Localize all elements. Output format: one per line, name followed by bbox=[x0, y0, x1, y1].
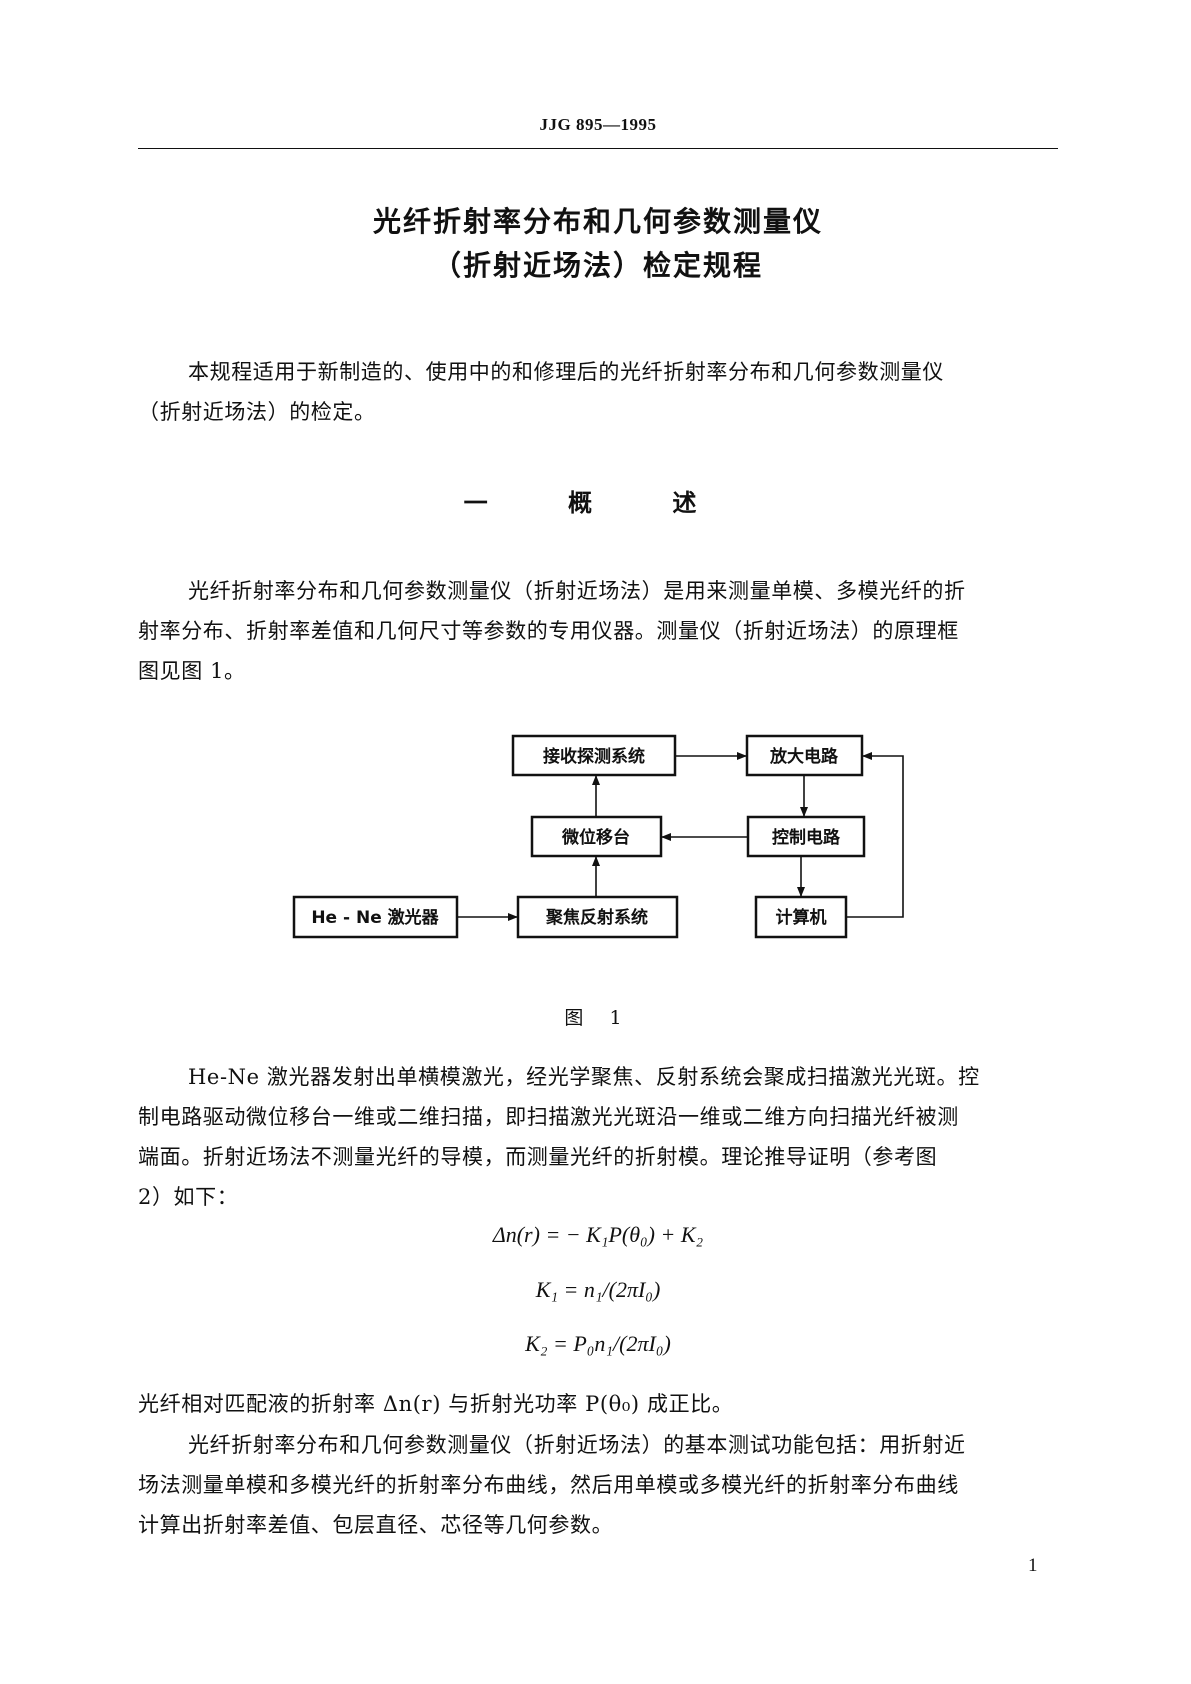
formula-delta-n: Δn(r) = − K₁P(θ₀) + K₂ bbox=[492, 1222, 704, 1247]
functions-line3: 计算出折射率差值、包层直径、芯径等几何参数。 bbox=[138, 1513, 614, 1537]
principle-line2: 制电路驱动微位移台一维或二维扫描，即扫描激光光斑沿一维或二维方向扫描光纤被测 bbox=[138, 1105, 959, 1129]
proportional-paragraph: 光纤相对匹配液的折射率 Δn(r) 与折射光功率 P(θ₀) 成正比。 bbox=[138, 1384, 1058, 1424]
section-title-overview: 一 概 述 bbox=[463, 489, 733, 517]
box-amplifier: 放大电路 bbox=[745, 734, 864, 777]
block-diagram: 接收探测系统 放大电路 微位移台 控制电路 He - Ne 激光器 聚焦反射系统… bbox=[292, 734, 904, 939]
formula-k1: K₁ = n₁/(2πI₀) bbox=[535, 1277, 661, 1302]
box-focus-label: 聚焦反射系统 bbox=[545, 907, 648, 928]
principle-line4: 2）如下： bbox=[138, 1185, 239, 1209]
box-control: 控制电路 bbox=[746, 815, 866, 858]
document-title-line2: （折射近场法）检定规程 bbox=[432, 249, 763, 282]
formula-k2: K₂ = P₀n₁/(2πI₀) bbox=[525, 1331, 671, 1356]
intro-line1: 本规程适用于新制造的、使用中的和修理后的光纤折射率分布和几何参数测量仪 bbox=[188, 360, 944, 384]
box-stage-label: 微位移台 bbox=[561, 827, 630, 848]
overview-paragraph: 光纤折射率分布和几何参数测量仪（折射近场法）是用来测量单模、多模光纤的折 射率分… bbox=[138, 571, 1058, 691]
principle-line3: 端面。折射近场法不测量光纤的导模，而测量光纤的折射模。理论推导证明（参考图 bbox=[138, 1145, 938, 1169]
box-laser-label: He - Ne 激光器 bbox=[311, 907, 439, 928]
box-control-label: 控制电路 bbox=[772, 827, 841, 848]
principle-line1: He-Ne 激光器发射出单横模激光，经光学聚焦、反射系统会聚成扫描激光光斑。控 bbox=[188, 1065, 980, 1089]
box-computer: 计算机 bbox=[754, 895, 848, 939]
overview-line1: 光纤折射率分布和几何参数测量仪（折射近场法）是用来测量单模、多模光纤的折 bbox=[188, 579, 966, 603]
header-rule bbox=[138, 148, 1058, 149]
box-receiver: 接收探测系统 bbox=[511, 734, 677, 777]
box-receiver-label: 接收探测系统 bbox=[543, 746, 645, 767]
box-computer-label: 计算机 bbox=[776, 907, 827, 928]
proportional-line: 光纤相对匹配液的折射率 Δn(r) 与折射光功率 P(θ₀) 成正比。 bbox=[138, 1392, 734, 1416]
standard-code-header: JJG 895—1995 bbox=[539, 115, 657, 134]
functions-line1: 光纤折射率分布和几何参数测量仪（折射近场法）的基本测试功能包括：用折射近 bbox=[188, 1433, 966, 1457]
intro-line2: （折射近场法）的检定。 bbox=[138, 400, 376, 424]
overview-line3: 图见图 1。 bbox=[138, 659, 246, 683]
arrow-computer-to-amplifier bbox=[846, 752, 904, 918]
figure-caption: 图 1 bbox=[564, 1007, 632, 1029]
box-focus: 聚焦反射系统 bbox=[516, 895, 679, 939]
page-number: 1 bbox=[1028, 1555, 1038, 1576]
functions-line2: 场法测量单模和多模光纤的折射率分布曲线，然后用单模或多模光纤的折射率分布曲线 bbox=[138, 1473, 959, 1497]
intro-paragraph: 本规程适用于新制造的、使用中的和修理后的光纤折射率分布和几何参数测量仪 （折射近… bbox=[138, 352, 1058, 432]
principle-paragraph: He-Ne 激光器发射出单横模激光，经光学聚焦、反射系统会聚成扫描激光光斑。控 … bbox=[138, 1057, 1058, 1217]
box-stage: 微位移台 bbox=[530, 815, 663, 858]
box-laser: He - Ne 激光器 bbox=[292, 895, 459, 939]
functions-paragraph: 光纤折射率分布和几何参数测量仪（折射近场法）的基本测试功能包括：用折射近 场法测… bbox=[138, 1425, 1058, 1545]
box-amplifier-label: 放大电路 bbox=[769, 746, 839, 767]
document-title-line1: 光纤折射率分布和几何参数测量仪 bbox=[372, 205, 823, 238]
overview-line2: 射率分布、折射率差值和几何尺寸等参数的专用仪器。测量仪（折射近场法）的原理框 bbox=[138, 619, 959, 643]
